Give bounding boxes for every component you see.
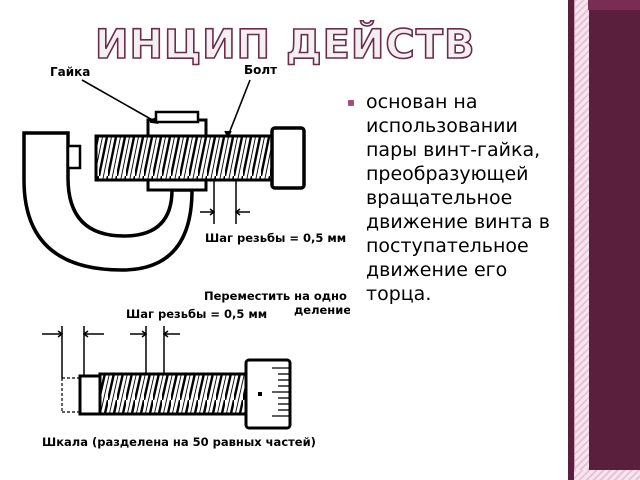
label-move-line2: деление (294, 303, 350, 317)
label-bolt: Болт (244, 63, 277, 77)
leader-lines (81, 79, 251, 139)
thimble-scale-ticks (272, 367, 290, 417)
slide-title: ПРИНЦИП ДЕЙСТВИЯ (96, 19, 476, 69)
slide-border-bottom (574, 470, 640, 480)
label-nut: Гайка (50, 65, 90, 79)
label-pitch-top: Шаг резьбы = 0,5 мм (205, 231, 346, 245)
bolt-shape (94, 126, 306, 190)
micrometer-diagram: Гайка Болт Шаг резьбы = 0,5 мм Перемести… (22, 63, 350, 449)
screw-assembly (61, 358, 292, 430)
label-scale: Шкала (разделена на 50 равных частей) (42, 435, 316, 449)
slide-border-pattern (574, 0, 589, 480)
pitch-marker-top (200, 180, 250, 224)
bullet-item: основан на использовании пары винт-гайка… (348, 90, 563, 306)
label-pitch-bottom: Шаг резьбы = 0,5 мм (126, 307, 267, 321)
bullet-list: основан на использовании пары винт-гайка… (348, 90, 563, 306)
micrometer-frame (22, 131, 194, 272)
slide-border-cap (588, 0, 640, 10)
label-move-line1: Переместить на одно (204, 289, 347, 303)
slide-title-text: ПРИНЦИП ДЕЙСТВИЯ (96, 20, 476, 68)
pitch-marker-bottom (42, 326, 180, 378)
